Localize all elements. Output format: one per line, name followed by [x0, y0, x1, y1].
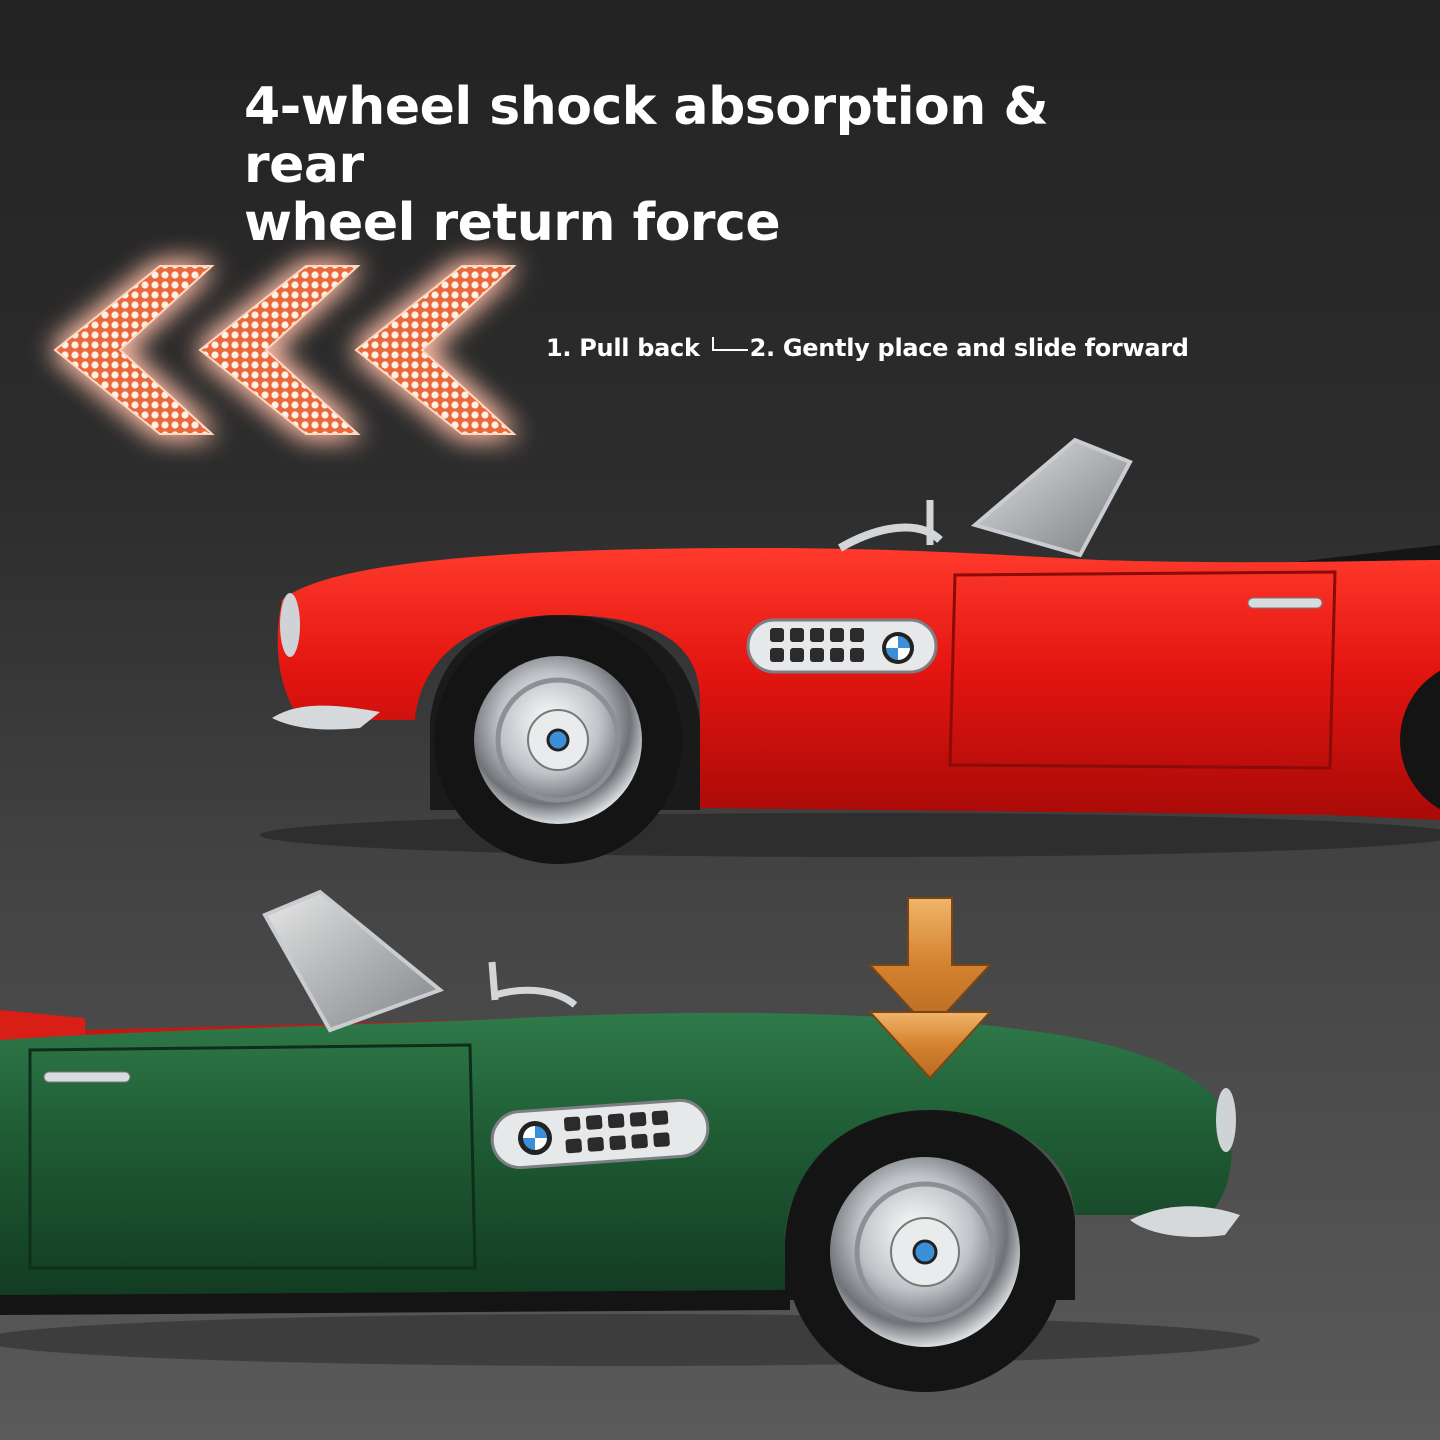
- chevron-left-icon: [354, 265, 517, 435]
- chevrons-group: [53, 265, 517, 435]
- red-car: [260, 437, 1440, 864]
- headline-line-1: 4-wheel shock absorption & rear: [244, 77, 1049, 195]
- pull-back-steps: 1. Pull back 2. Gently place and slide f…: [546, 334, 1189, 362]
- bmw-logo-icon: [882, 632, 914, 664]
- chevron-left-icon: [53, 265, 215, 435]
- step-connector-icon: [711, 337, 748, 351]
- step-pull-back: 1. Pull back: [546, 334, 700, 362]
- bmw-logo-icon: [518, 1121, 552, 1155]
- chevron-left-icon: [198, 265, 361, 435]
- green-car: [0, 889, 1260, 1392]
- green-car-front-wheel: [785, 1112, 1065, 1392]
- arrow-down-icon: [867, 897, 993, 1080]
- step-place-slide: 2. Gently place and slide forward: [749, 334, 1189, 362]
- headline-line-2: wheel return force: [244, 193, 781, 253]
- headline: 4-wheel shock absorption & rear wheel re…: [244, 78, 1144, 252]
- red-car-front-wheel: [434, 616, 682, 864]
